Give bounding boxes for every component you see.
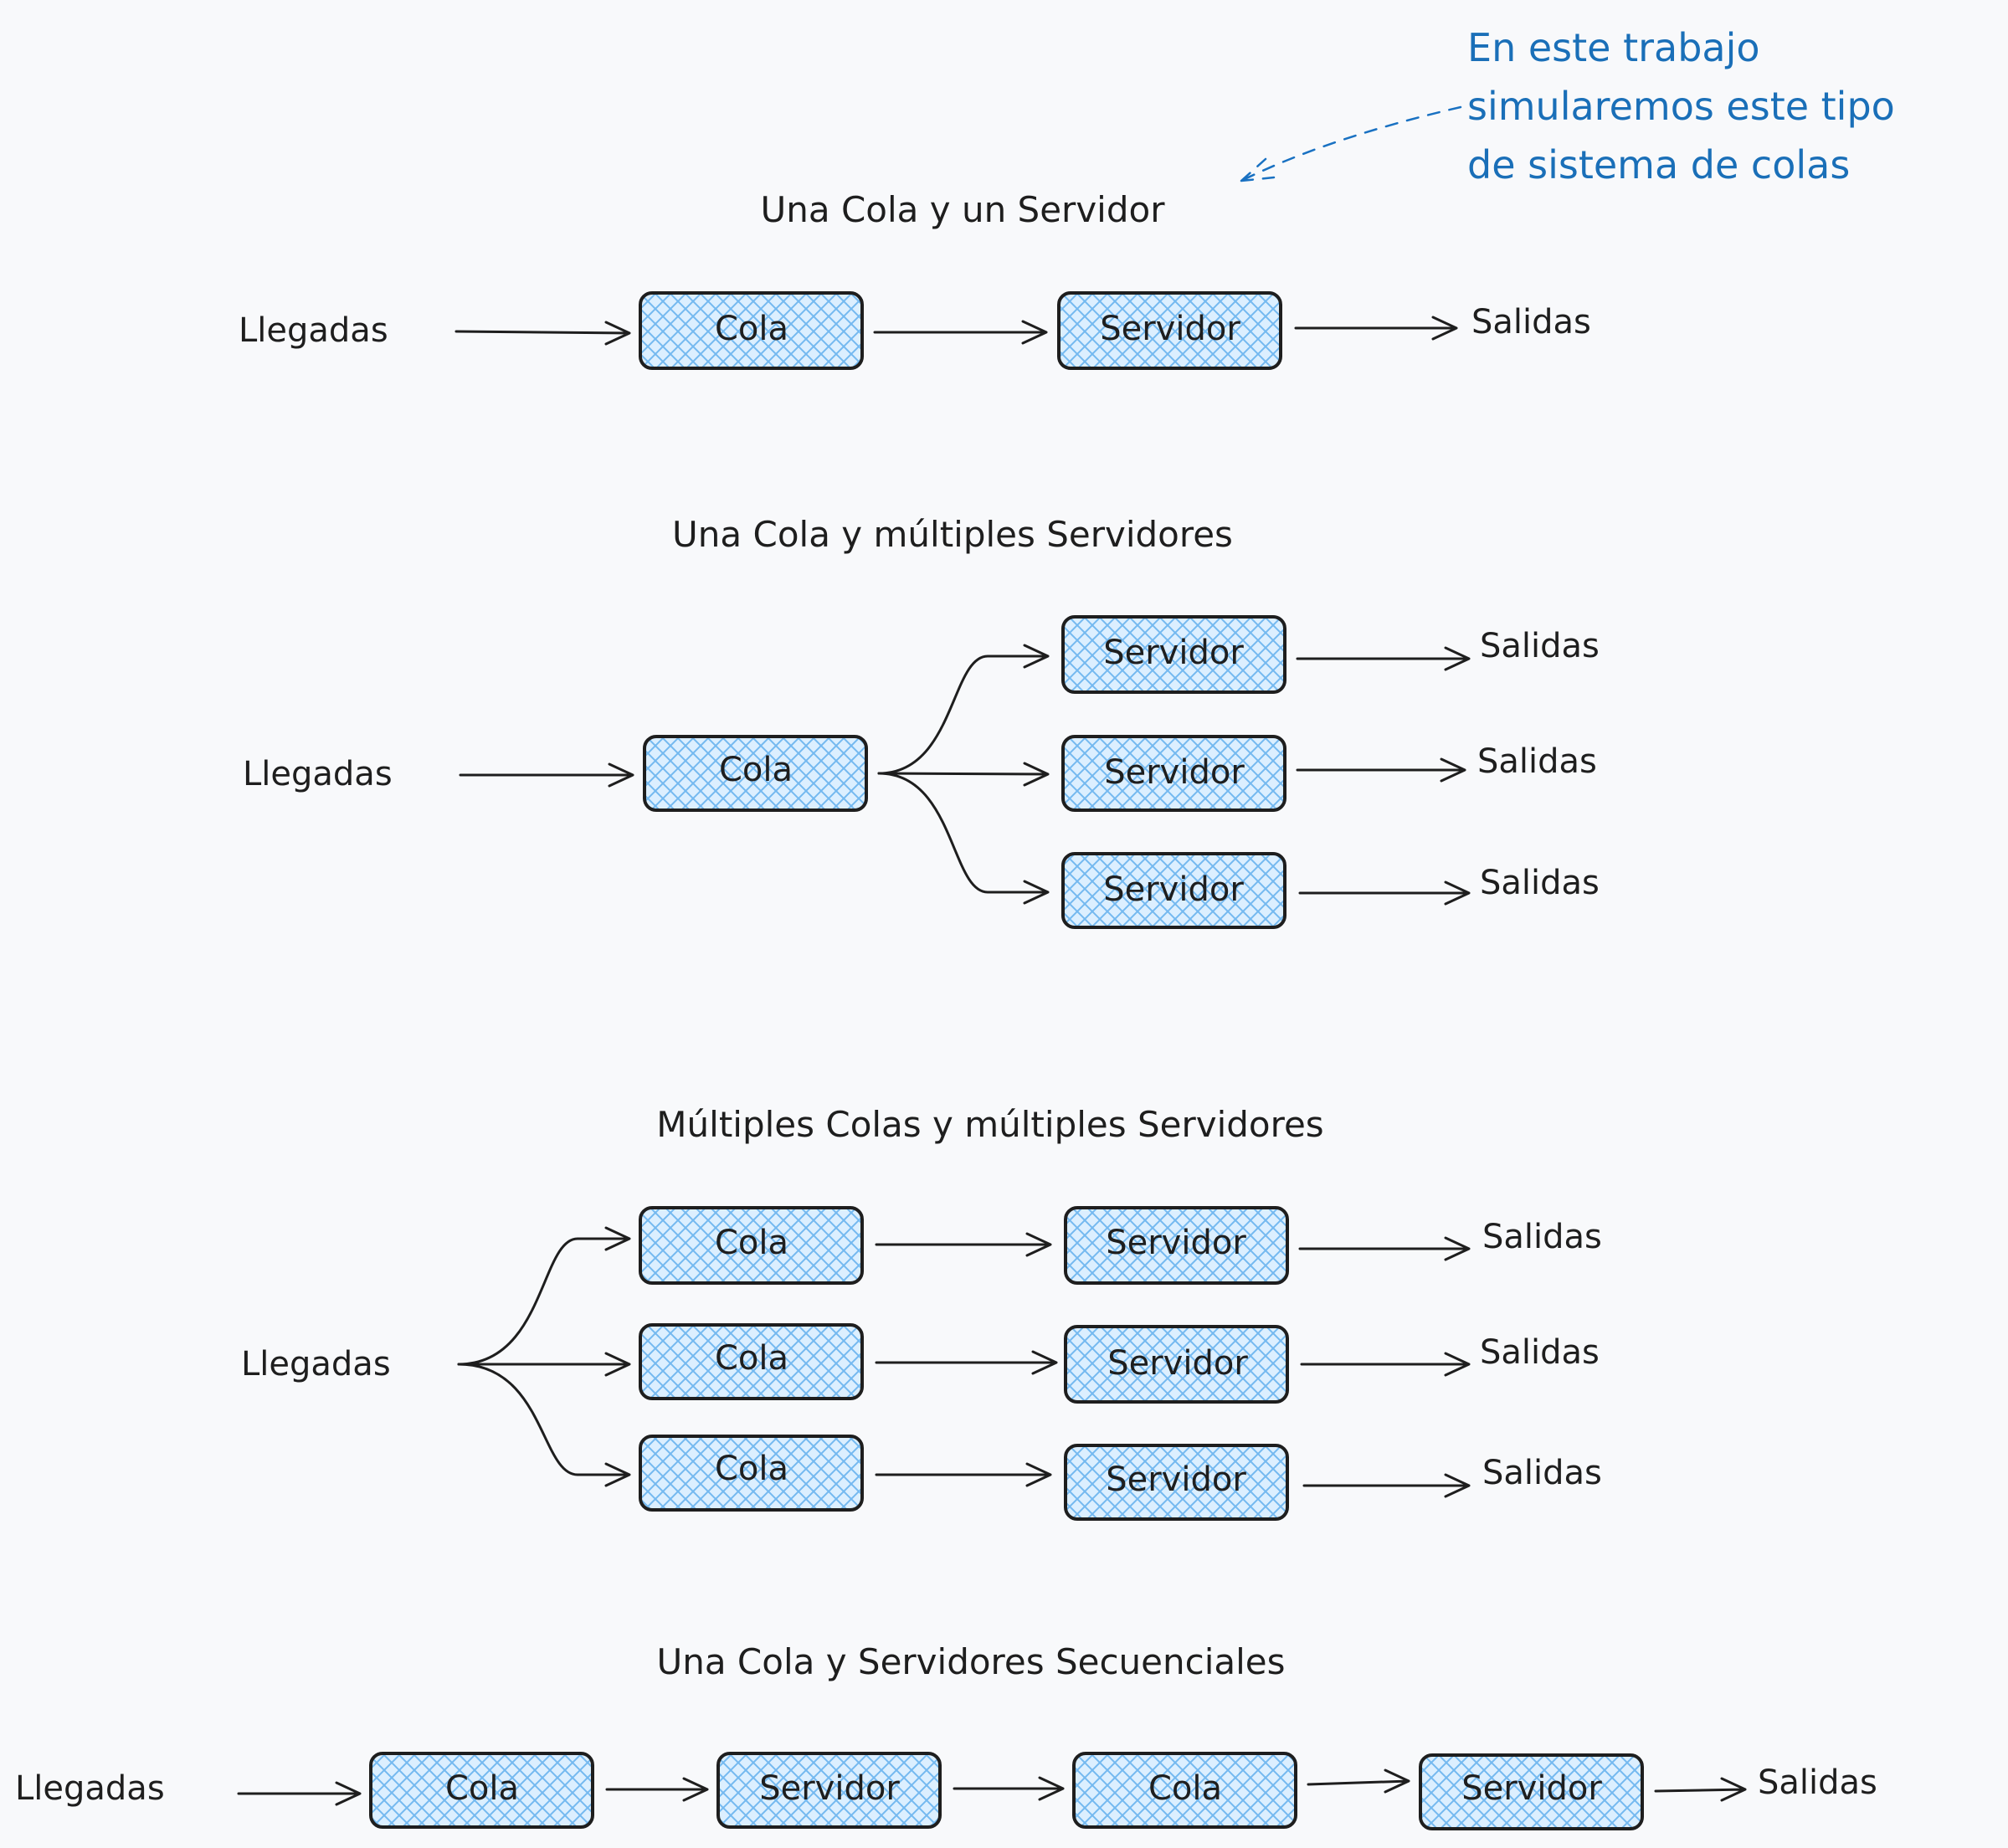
server-box xyxy=(1061,852,1286,929)
outputs-label: Salidas xyxy=(1480,627,1600,665)
flow-arrow xyxy=(457,1352,631,1377)
flow-arrow xyxy=(454,321,631,346)
flow-arrow xyxy=(877,772,1050,905)
outputs-label: Salidas xyxy=(1477,742,1597,781)
server-box xyxy=(1064,1444,1289,1521)
arrivals-label: Llegadas xyxy=(243,755,393,793)
flow-arrow xyxy=(875,1232,1052,1257)
outputs-label: Salidas xyxy=(1480,1333,1600,1372)
flow-arrow xyxy=(459,762,634,788)
annotation-line-3: de sistema de colas xyxy=(1467,142,1851,187)
flow-arrow xyxy=(1300,1352,1471,1377)
annotation-line-1: En este trabajo xyxy=(1467,25,1760,70)
queue-box xyxy=(639,1206,864,1285)
queue-box xyxy=(639,291,864,370)
section-title: Una Cola y Servidores Secuenciales xyxy=(656,1641,1286,1682)
flow-arrow xyxy=(875,1350,1058,1375)
flow-arrow xyxy=(1307,1768,1410,1794)
outputs-label: Salidas xyxy=(1482,1454,1602,1492)
flow-arrow xyxy=(877,644,1050,775)
annotation-text: En este trabajo simularemos este tipo de… xyxy=(1467,18,1895,194)
outputs-label: Salidas xyxy=(1758,1763,1877,1802)
server-box xyxy=(716,1752,942,1829)
queue-box xyxy=(369,1752,594,1829)
server-box xyxy=(1064,1206,1289,1285)
flow-arrow xyxy=(605,1777,709,1802)
annotation-arrow xyxy=(1240,105,1462,182)
server-box xyxy=(1061,615,1286,694)
section-title: Múltiples Colas y múltiples Servidores xyxy=(656,1104,1324,1145)
server-box xyxy=(1057,291,1282,370)
flow-arrow xyxy=(1654,1777,1747,1802)
flow-arrow xyxy=(873,320,1048,345)
queue-box xyxy=(639,1435,864,1512)
flow-arrow xyxy=(1296,757,1466,783)
queue-box xyxy=(1072,1752,1297,1829)
flow-arrow xyxy=(953,1776,1065,1801)
outputs-label: Salidas xyxy=(1482,1218,1602,1256)
flow-arrow xyxy=(875,1462,1052,1487)
flow-arrow xyxy=(1298,1236,1471,1261)
flow-arrow xyxy=(1294,316,1458,341)
flow-arrow xyxy=(1296,646,1471,671)
server-box xyxy=(1419,1753,1644,1830)
arrivals-label: Llegadas xyxy=(239,311,388,350)
arrivals-label: Llegadas xyxy=(241,1345,391,1383)
flow-arrow xyxy=(1302,1473,1471,1498)
server-box xyxy=(1064,1325,1289,1404)
flow-arrow xyxy=(457,1363,631,1487)
flow-arrow xyxy=(1298,880,1471,906)
arrivals-label: Llegadas xyxy=(15,1769,165,1808)
queue-box xyxy=(643,735,868,812)
server-box xyxy=(1061,735,1286,812)
outputs-label: Salidas xyxy=(1471,303,1591,341)
flow-arrow xyxy=(877,762,1050,787)
section-title: Una Cola y un Servidor xyxy=(760,189,1165,230)
section-title: Una Cola y múltiples Servidores xyxy=(672,514,1233,555)
flow-arrow xyxy=(237,1781,362,1806)
outputs-label: Salidas xyxy=(1480,864,1600,902)
annotation-line-2: simularemos este tipo xyxy=(1467,84,1895,129)
flow-arrow xyxy=(457,1226,631,1366)
queue-box xyxy=(639,1323,864,1400)
